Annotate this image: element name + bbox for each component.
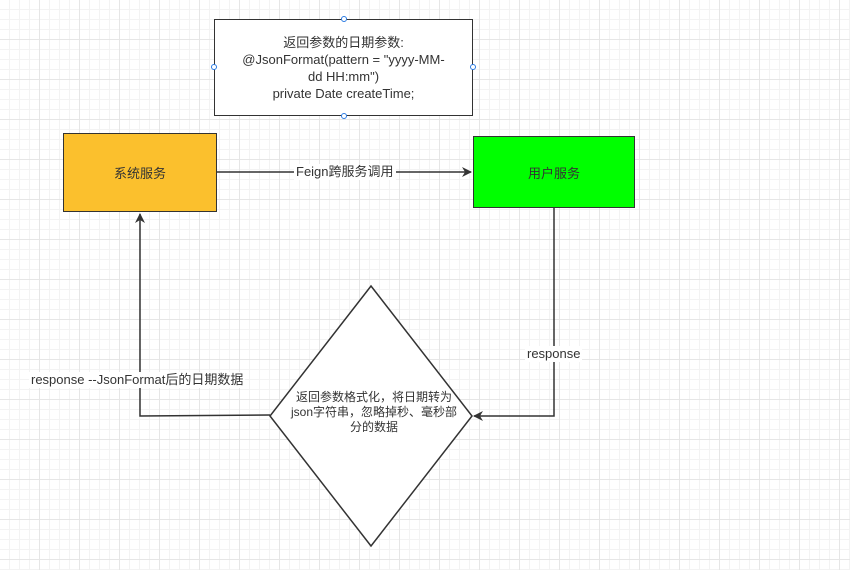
decision-line-2: json字符串，忽略掉秒、毫秒部 — [290, 405, 457, 419]
edge-response-to-system — [135, 213, 271, 417]
user-service-label: 用户服务 — [527, 165, 580, 181]
note-line-4: private Date createTime; — [272, 85, 415, 101]
note-line-3: dd HH:mm") — [307, 68, 380, 84]
selection-handle-bottom[interactable] — [341, 113, 347, 119]
selection-handle-top[interactable] — [341, 16, 347, 22]
date-format-note: 返回参数的日期参数: @JsonFormat(pattern = "yyyy-M… — [214, 19, 473, 116]
edge-response-to-decision — [473, 208, 555, 421]
note-line-2: @JsonFormat(pattern = "yyyy-MM- — [242, 51, 445, 67]
decision-line-3: 分的数据 — [349, 420, 398, 434]
edge-label-response-left: response --JsonFormat后的日期数据 — [29, 372, 246, 388]
note-line-1: 返回参数的日期参数: — [283, 34, 404, 50]
edge-label-feign-call: Feign跨服务调用 — [294, 164, 396, 180]
edge-label-response-right: response — [525, 346, 583, 362]
selection-handle-right[interactable] — [470, 64, 476, 70]
decision-diamond — [269, 284, 473, 548]
decision-line-1: 返回参数格式化，将日期转为 — [295, 390, 452, 404]
system-service-label: 系统服务 — [113, 166, 166, 181]
selection-handle-left[interactable] — [211, 64, 217, 70]
system-service-node: 系统服务 — [63, 133, 217, 212]
decision-label: 返回参数格式化，将日期转为 json字符串，忽略掉秒、毫秒部 分的数据 — [282, 390, 466, 435]
user-service-node: 用户服务 — [473, 136, 635, 208]
